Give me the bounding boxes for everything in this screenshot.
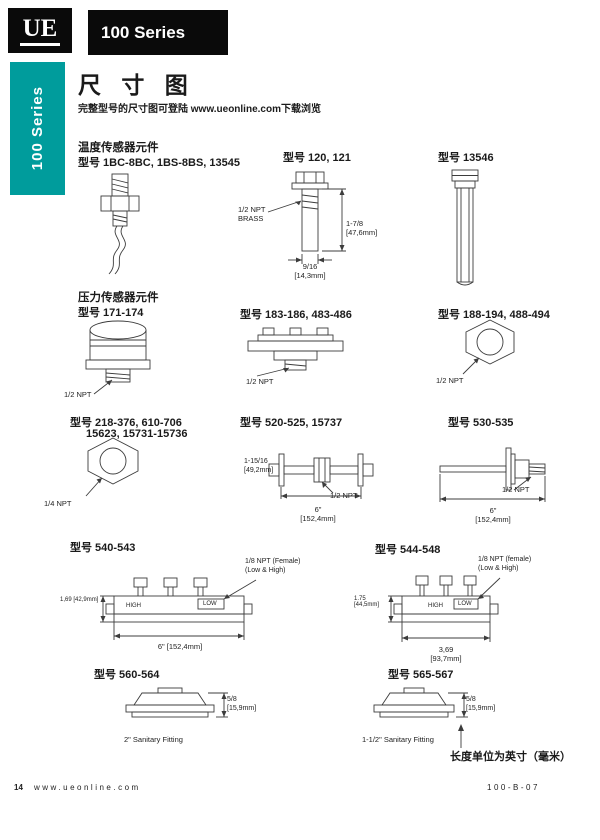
bolt-120-drawing <box>267 171 346 264</box>
header-title: 100 Series <box>101 22 186 42</box>
dim-label-npt-544: 1/8 NPT (female) (Low & High) <box>478 556 531 574</box>
caption-sanitary-565: 1-1/2" Sanitary Fitting <box>362 735 434 744</box>
dim-line: 1/8 NPT (female) <box>478 556 532 563</box>
dim-label-npt-183: 1/2 NPT <box>246 377 274 386</box>
hex-188-drawing <box>462 319 515 375</box>
dim-label-npt-218: 1/4 NPT <box>44 499 72 508</box>
dim-line: [152,4mm] <box>300 514 336 524</box>
model-label-565: 型号 565-567 <box>388 669 454 681</box>
model-label-218-line2: 15623, 15731-15736 <box>86 428 188 440</box>
dim-label-height-565: 5/8 [15,9mm] <box>466 696 495 714</box>
dim-label-length-530: 6" [152,4mm] <box>458 506 528 525</box>
footer-site-url: www.ueonline.com <box>34 783 141 792</box>
manifold-544-drawing <box>388 575 501 642</box>
dim-label-width-120: 9/16 [14,3mm] <box>282 262 338 281</box>
model-label-218-line1: 型号 218-376, 610-706 <box>70 417 182 429</box>
assembly-530-drawing <box>439 447 546 502</box>
dim-line: [47,6mm] <box>346 228 378 238</box>
dim-line: (Low & High) <box>245 566 286 574</box>
page-title: 尺 寸 图 <box>78 72 195 98</box>
dim-line: [15,9mm] <box>466 704 496 712</box>
units-note-arrow <box>458 724 464 748</box>
page-subtitle: 完整型号的尺寸图可登陆 www.ueonline.com下载浏览 <box>78 104 321 115</box>
dim-line: [14,3mm] <box>294 271 326 281</box>
port-label-low-540: LOW <box>203 601 217 607</box>
probe-13546-drawing <box>451 169 479 286</box>
model-label-544: 型号 544-548 <box>375 544 441 556</box>
dim-line: 5/8 <box>466 696 476 703</box>
dim-line: 6" <box>489 506 497 515</box>
port-label-low-544: LOW <box>458 601 472 607</box>
sanitary-565-drawing <box>373 687 468 718</box>
model-label-183: 型号 183-186, 483-486 <box>240 309 352 321</box>
dim-label-width-520: 1-15/16 [49,2mm] <box>244 458 273 476</box>
sensor-171-drawing <box>85 320 151 395</box>
dim-label-npt-540: 1/8 NPT (Female) (Low & High) <box>245 558 301 576</box>
dim-label-npt-530: 1/2 NPT <box>502 485 530 494</box>
sanitary-560-drawing <box>125 687 228 718</box>
dim-label-height-544: 1.75 [44,5mm] <box>354 596 379 608</box>
dim-line: 9/16 <box>302 262 318 271</box>
model-label-520: 型号 520-525, 15737 <box>240 417 343 429</box>
dim-line: 1.75 <box>354 596 366 602</box>
dim-line: 1/2 NPT <box>238 205 266 214</box>
flange-183-drawing <box>247 327 344 377</box>
footer-doc-code: 100-B-07 <box>487 783 540 792</box>
dim-label-npt-520: 1/2 NPT <box>330 491 358 500</box>
ue-logo: UE <box>8 8 72 53</box>
caption-sanitary-560: 2" Sanitary Fitting <box>124 735 183 744</box>
dim-line: [152,4mm] <box>475 515 511 525</box>
port-label-high-540: HIGH <box>126 603 141 609</box>
dim-label-length-520: 6" [152,4mm] <box>284 505 352 524</box>
page-number: 14 <box>14 783 23 792</box>
temp-probe-drawing <box>100 173 140 275</box>
dim-line: 1-15/16 <box>244 458 268 465</box>
model-label-120: 型号 120, 121 <box>283 152 351 164</box>
section-heading-pressure: 压力传感器元件 <box>78 292 159 304</box>
dim-label-height-560: 5/8 [15,9mm] <box>227 696 256 714</box>
model-label-13546: 型号 13546 <box>438 152 494 164</box>
dim-label-height-120: 1-7/8 [47,6mm] <box>346 219 377 238</box>
dim-line: 1-7/8 <box>346 219 364 228</box>
model-label-530: 型号 530-535 <box>448 417 514 429</box>
dim-line: 1/8 NPT (Female) <box>245 558 301 565</box>
dim-line: 6" <box>314 505 322 514</box>
ue-logo-text: UE <box>19 16 61 46</box>
port-label-high-544: HIGH <box>428 603 443 609</box>
dim-line: 3,69 <box>438 645 454 654</box>
dim-label-npt-brass: 1/2 NPT BRASS <box>238 205 266 224</box>
assembly-520-drawing <box>268 453 374 499</box>
series-side-tab: 100 Series <box>10 62 65 195</box>
series-side-tab-label: 100 Series <box>29 86 46 171</box>
model-label-171: 型号 171-174 <box>78 307 144 319</box>
manifold-540-drawing <box>100 577 257 640</box>
dim-label-npt-188: 1/2 NPT <box>436 376 464 385</box>
dim-line: 5/8 <box>227 696 237 703</box>
dim-line: (Low & High) <box>478 564 519 572</box>
units-note: 长度单位为英寸（毫米） <box>450 751 571 763</box>
model-label-540: 型号 540-543 <box>70 542 136 554</box>
model-label-560: 型号 560-564 <box>94 669 160 681</box>
dim-label-height-540: 1,69 [42,9mm] <box>60 597 99 603</box>
dim-line: [49,2mm] <box>244 466 274 474</box>
dim-line: [44,5mm] <box>354 602 380 608</box>
dim-line: [15,9mm] <box>227 704 257 712</box>
section-heading-temperature: 温度传感器元件 <box>78 142 159 154</box>
header-bar: 100 Series <box>88 10 228 55</box>
model-label-188: 型号 188-194, 488-494 <box>438 309 550 321</box>
model-label-1bc: 型号 1BC-8BC, 1BS-8BS, 13545 <box>78 157 241 169</box>
dim-line: BRASS <box>238 214 264 224</box>
dim-label-length-540: 6" [152,4mm] <box>157 642 203 651</box>
dim-line: [93,7mm] <box>430 654 462 664</box>
dim-label-length-544: 3,69 [93,7mm] <box>398 645 494 664</box>
dim-label-npt-171: 1/2 NPT <box>64 390 92 399</box>
hex-218-drawing <box>85 437 139 497</box>
